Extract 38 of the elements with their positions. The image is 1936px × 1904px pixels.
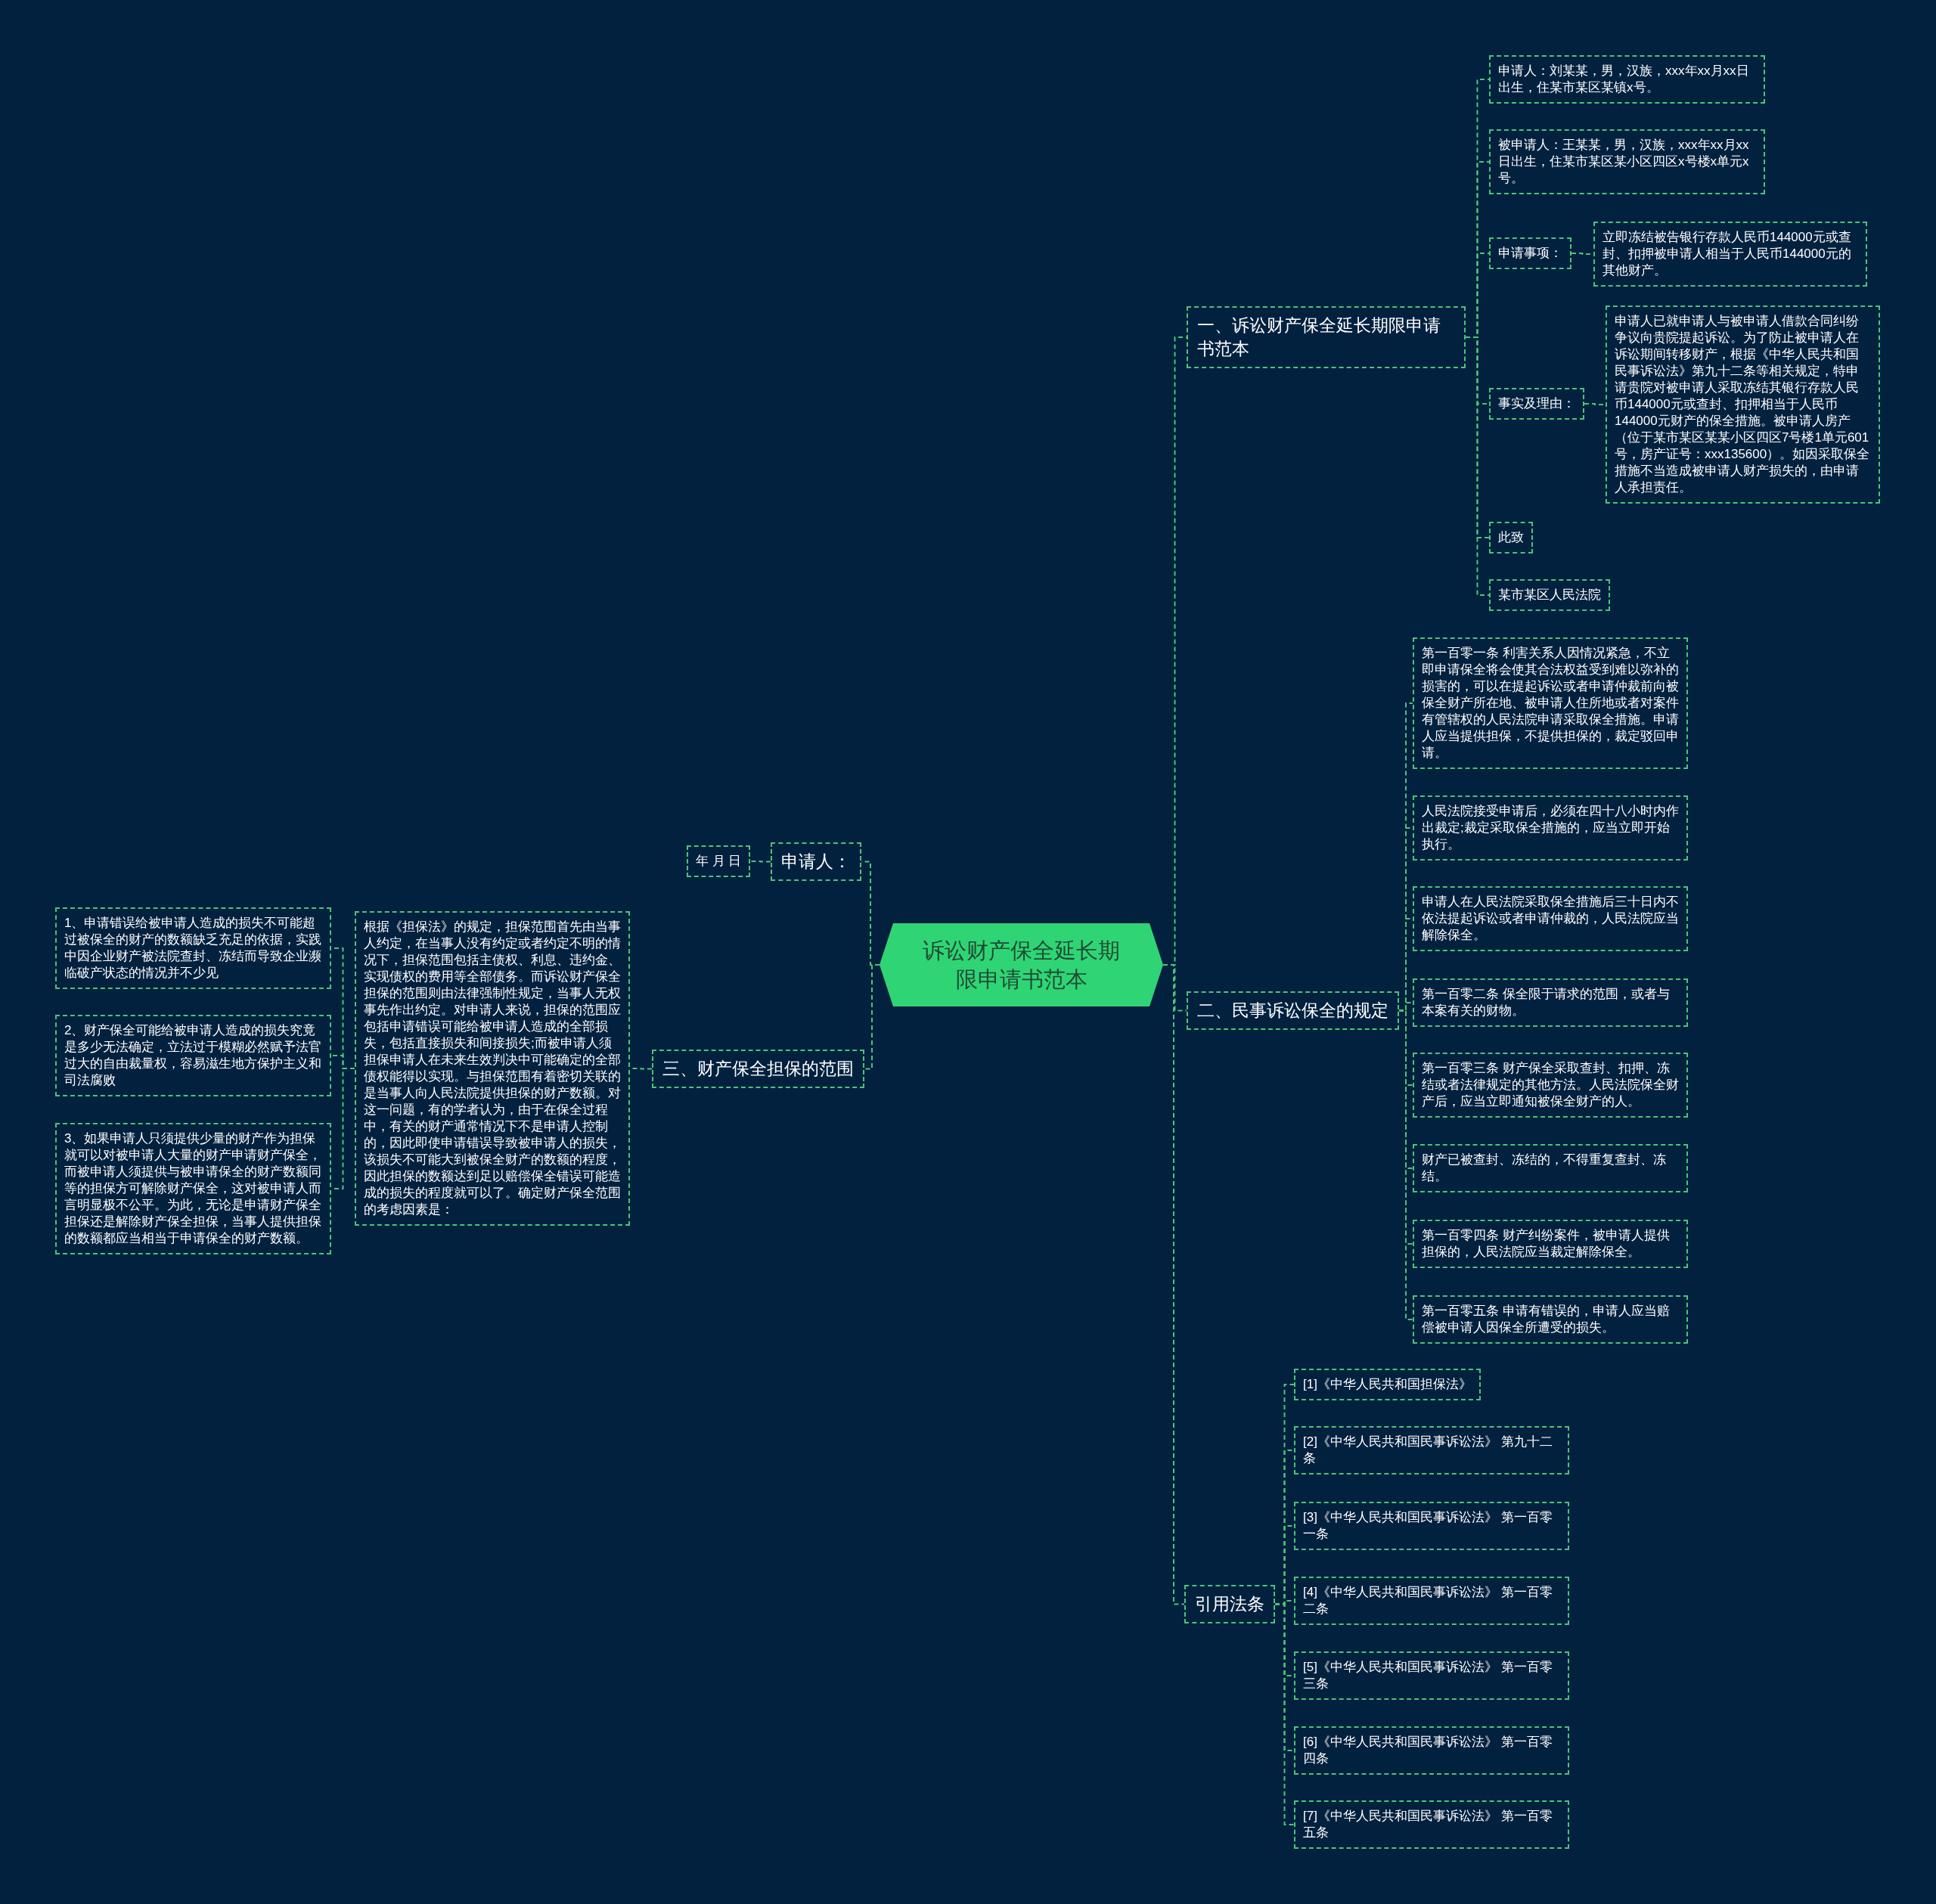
- text-box: 立即冻结被告银行存款人民币144000元或查封、扣押被申请人相当于人民币144000元的其他财产。: [1593, 222, 1867, 287]
- branch-box: 申请人：: [771, 842, 861, 881]
- text-box: [6]《中华人民共和国民事诉讼法》 第一百零四条: [1294, 1726, 1569, 1775]
- connector-line: [1274, 1603, 1295, 1825]
- text-box: 财产已被查封、冻结的，不得重复查封、冻结。: [1413, 1144, 1688, 1192]
- text-box: 3、如果申请人只须提供少量的财产作为担保就可以对被申请人大量的财产申请财产保全，而被申请人须提供与被申请保全的财产数额同等的担保方可解除财产保全，这对被申请人而言明显极不公平。为此，无论是申请财产保全担保还是解除财产保全担保，当事人提供担保的数额都应当相当于申请保全的财产数额。: [55, 1123, 331, 1254]
- text-box: 第一百零五条 申请有错误的，申请人应当赔偿被申请人因保全所遭受的损失。: [1413, 1295, 1688, 1344]
- text-box: [3]《中华人民共和国民事诉讼法》 第一百零一条: [1294, 1502, 1569, 1550]
- branch-box: 三、财产保全担保的范围: [652, 1049, 864, 1088]
- text-box: [7]《中华人民共和国民事诉讼法》 第一百零五条: [1294, 1800, 1569, 1849]
- text-box: 第一百零二条 保全限于请求的范围，或者与本案有关的财物。: [1413, 978, 1688, 1027]
- text-box: [4]《中华人民共和国民事诉讼法》 第一百零二条: [1294, 1577, 1569, 1625]
- text-box: [1]《中华人民共和国担保法》: [1294, 1369, 1481, 1400]
- text-box: [5]《中华人民共和国民事诉讼法》 第一百零三条: [1294, 1651, 1569, 1700]
- text-box: 某市某区人民法院: [1489, 579, 1610, 611]
- text-box: [2]《中华人民共和国民事诉讼法》 第九十二条: [1294, 1426, 1569, 1475]
- text-box: 1、申请错误给被申请人造成的损失不可能超过被保全的财产的数额缺乏充足的依据，实践中因企业财产被法院查封、冻结而导致企业濒临破产状态的情况并不少见: [55, 907, 331, 989]
- text-box: 第一百零一条 利害关系人因情况紧急，不立即申请保全将会使其合法权益受到难以弥补的损害的，可以在提起诉讼或者申请仲裁前向被保全财产所在地、被申请人住所地或者对案件有管辖权的人民法院申请采取保全措施。申请人应当提供担保，不提供担保的，裁定驳回申请。: [1413, 637, 1688, 769]
- central-topic: 诉讼财产保全延长期限申请书范本: [880, 923, 1163, 1006]
- branch-box: 引用法条: [1184, 1584, 1275, 1623]
- connector-line: [1465, 336, 1490, 596]
- text-box: 被申请人：王某某，男，汉族，xxx年xx月xx日出生，住某市某区某小区四区x号楼x单元x号。: [1489, 129, 1765, 194]
- text-box: 申请人在人民法院采取保全措施后三十日内不依法提起诉讼或者申请仲裁的，人民法院应当解除保全。: [1413, 886, 1688, 951]
- text-box: 申请事项：: [1489, 237, 1571, 269]
- text-box: 事实及理由：: [1489, 388, 1584, 420]
- text-box: 第一百零四条 财产纠纷案件，被申请人提供担保的，人民法院应当裁定解除保全。: [1413, 1220, 1688, 1268]
- text-box: 2、财产保全可能给被申请人造成的损失究竟是多少无法确定，立法过于模糊必然赋予法官过大的自由裁量权，容易滋生地方保护主义和司法腐败: [55, 1015, 331, 1096]
- text-box: 申请人：刘某某，男，汉族，xxx年xx月xx日出生，住某市某区某镇x号。: [1489, 55, 1765, 104]
- connector-line: [864, 964, 880, 1070]
- text-box: 此致: [1489, 522, 1533, 554]
- text-box: 申请人已就申请人与被申请人借款合同纠纷争议向贵院提起诉讼。为了防止被申请人在诉讼期间转移财产，根据《中华人民共和国民事诉讼法》第九十二条等相关规定，特申请贵院对被申请人采取冻结其银行存款人民币144000元或查封、扣押相当于人民币144000元财产的保全措施。被申请人房产（位于某市某区某某小区四区7号楼1单元601号，房产证号：xxx135600）。如因采取保全措施不当造成被申请人财产损失的，由申请人承担责任。: [1606, 305, 1880, 504]
- text-box: 年 月 日: [687, 845, 751, 877]
- text-box: 人民法院接受申请后，必须在四十八小时内作出裁定;裁定采取保全措施的，应当立即开始执行。: [1413, 795, 1688, 861]
- text-box: 第一百零三条 财产保全采取查封、扣押、冻结或者法律规定的其他方法。人民法院保全财产后，应当立即通知被保全财产的人。: [1413, 1053, 1688, 1118]
- branch-box: 二、民事诉讼保全的规定: [1187, 991, 1399, 1030]
- branch-box: 一、诉讼财产保全延长期限申请书范本: [1187, 306, 1466, 368]
- text-box: 根据《担保法》的规定，担保范围首先由当事人约定，在当事人没有约定或者约定不明的情况下，担保范围包括主债权、利息、违约金、实现债权的费用等全部债务。而诉讼财产保全担保的范围则由法律强制性规定，当事人无权事先作出约定。对申请人来说，担保的范围应包括申请错误可能给被申请人造成的全部损失，包括直接损失和间接损失;而被申请人须担保申请人在未来生效判决中可能确定的全部债权能得以实现。与担保范围有着密切关联的是当事人向人民法院提供担保的财产数额。对这一问题，有的学者认为，由于在保全过程中，有关的财产通常情况下不是申请人控制的，因此即使申请错误导致被申请人的损失，该损失不可能大到被保全财产的数额的程度，因此担保的数额达到足以赔偿保全错误可能造成的损失的程度就可以了。确定财产保全范围的考虑因素是：: [355, 911, 630, 1226]
- connector-line: [749, 861, 771, 863]
